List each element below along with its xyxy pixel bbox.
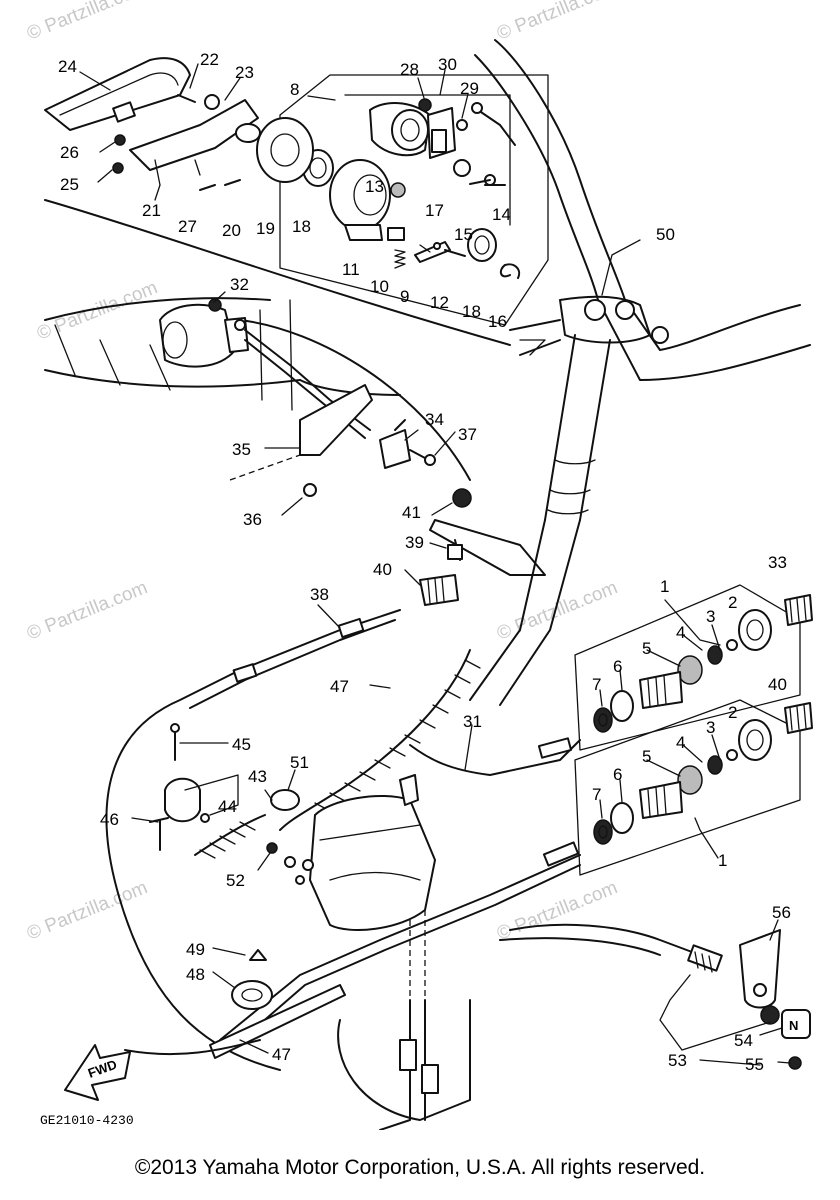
callout-56: 56 xyxy=(772,903,791,922)
callout-34: 34 xyxy=(425,410,444,429)
callout-2a: 2 xyxy=(728,593,737,612)
callout-20: 20 xyxy=(222,221,241,240)
callout-21: 21 xyxy=(142,201,161,220)
callouts: 24 22 23 8 28 30 29 26 25 21 27 20 19 18… xyxy=(58,50,791,1074)
callout-52: 52 xyxy=(226,871,245,890)
callout-51: 51 xyxy=(290,753,309,772)
callout-29: 29 xyxy=(460,79,479,98)
callout-1a: 1 xyxy=(660,577,669,596)
callout-5b: 5 xyxy=(642,747,651,766)
throttle-housing-group xyxy=(256,74,549,326)
callout-3a: 3 xyxy=(706,607,715,626)
callout-9: 9 xyxy=(400,287,409,306)
callout-14: 14 xyxy=(492,205,511,224)
callout-26: 26 xyxy=(60,143,79,162)
callout-53: 53 xyxy=(668,1051,687,1070)
leader-lines xyxy=(79,63,791,1066)
watermark-4: © Partzilla.com xyxy=(24,577,151,644)
callout-55: 55 xyxy=(745,1055,764,1074)
callout-12: 12 xyxy=(430,293,449,312)
callout-16: 16 xyxy=(488,312,507,331)
callout-41: 41 xyxy=(402,503,421,522)
callout-7a: 7 xyxy=(592,675,601,694)
callout-35: 35 xyxy=(232,440,251,459)
callout-46: 46 xyxy=(100,810,119,829)
callout-10: 10 xyxy=(370,277,389,296)
callout-17: 17 xyxy=(425,201,444,220)
watermark-1: © Partzilla.com xyxy=(24,0,151,45)
callout-6a: 6 xyxy=(613,657,622,676)
cover-plate-group xyxy=(44,57,261,191)
callout-48: 48 xyxy=(186,965,205,984)
callout-3b: 3 xyxy=(706,718,715,737)
callout-4b: 4 xyxy=(676,733,685,752)
callout-5a: 5 xyxy=(642,639,651,658)
callout-7b: 7 xyxy=(592,785,601,804)
callout-11: 11 xyxy=(342,260,360,279)
copyright-notice: ©2013 Yamaha Motor Corporation, U.S.A. A… xyxy=(134,1156,706,1179)
throttle-cable-group xyxy=(159,298,436,497)
callout-54: 54 xyxy=(734,1031,753,1050)
callout-24: 24 xyxy=(58,57,77,76)
drawing-code: GE21010-4230 xyxy=(40,1113,134,1128)
callout-6b: 6 xyxy=(613,765,622,784)
holder-group xyxy=(149,723,210,851)
fwd-arrow: FWD xyxy=(64,1044,131,1101)
shift-indicator-group: N xyxy=(739,929,811,1070)
choke-unit xyxy=(194,774,436,931)
adjuster-detail-upper xyxy=(574,584,813,751)
callout-43: 43 xyxy=(248,767,267,786)
cables xyxy=(105,609,723,1130)
handlebar xyxy=(429,39,811,706)
callout-13: 13 xyxy=(365,177,384,196)
callout-44: 44 xyxy=(218,797,237,816)
callout-30: 30 xyxy=(438,55,457,74)
adjuster-detail-lower xyxy=(574,699,813,876)
body-outline xyxy=(44,199,511,481)
callout-39: 39 xyxy=(405,533,424,552)
callout-25: 25 xyxy=(60,175,79,194)
callout-38: 38 xyxy=(310,585,329,604)
callout-47a: 47 xyxy=(330,677,349,696)
callout-47b: 47 xyxy=(272,1045,291,1064)
callout-36: 36 xyxy=(243,510,262,529)
callout-15: 15 xyxy=(454,225,473,244)
callout-1b: 1 xyxy=(718,851,727,870)
callout-8: 8 xyxy=(290,80,299,99)
callout-19: 19 xyxy=(256,219,275,238)
callout-32: 32 xyxy=(230,275,249,294)
callout-22: 22 xyxy=(200,50,219,69)
callout-23: 23 xyxy=(235,63,254,82)
callout-37: 37 xyxy=(458,425,477,444)
watermark-3: © Partzilla.com xyxy=(34,277,161,344)
parts-diagram: © Partzilla.com © Partzilla.com © Partzi… xyxy=(24,0,813,1130)
callout-50: 50 xyxy=(656,225,675,244)
callout-18b: 18 xyxy=(462,302,481,321)
neutral-label: N xyxy=(789,1018,798,1033)
watermarks: © Partzilla.com © Partzilla.com © Partzi… xyxy=(24,0,621,945)
callout-40a: 40 xyxy=(373,560,392,579)
callout-49: 49 xyxy=(186,940,205,959)
watermark-5: © Partzilla.com xyxy=(494,577,621,644)
watermark-2: © Partzilla.com xyxy=(494,0,621,45)
adjuster-group xyxy=(419,488,472,606)
watermark-7: © Partzilla.com xyxy=(494,877,621,944)
callout-2b: 2 xyxy=(728,703,737,722)
callout-27: 27 xyxy=(178,217,197,236)
callout-33: 33 xyxy=(768,553,787,572)
callout-4a: 4 xyxy=(676,623,685,642)
callout-31: 31 xyxy=(463,712,482,731)
callout-28: 28 xyxy=(400,60,419,79)
clamp-group xyxy=(231,949,273,1010)
callout-18a: 18 xyxy=(292,217,311,236)
callout-45: 45 xyxy=(232,735,251,754)
callout-40b: 40 xyxy=(768,675,787,694)
